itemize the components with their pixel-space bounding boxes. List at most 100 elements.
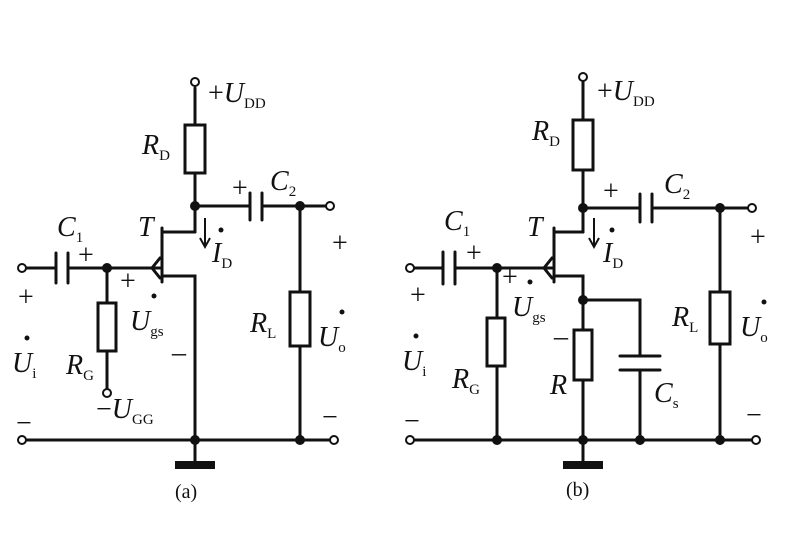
label-minus-out-a: −	[322, 402, 338, 433]
node-drain-b	[578, 203, 588, 213]
label-rl-a: RL	[249, 308, 276, 342]
label-vgg-a: −UGG	[96, 394, 154, 428]
gate-arrow-a	[138, 256, 162, 280]
label-plus-drain-a: +	[232, 173, 248, 204]
capacitor-c1-a	[54, 251, 70, 285]
label-plus-c1-b: +	[466, 238, 482, 269]
phasor-dot-ugs-a	[151, 293, 157, 299]
phasor-dot-ui-a	[24, 335, 30, 341]
label-plus-gs-b: +	[502, 262, 518, 293]
label-c2-a: C2	[270, 166, 296, 200]
node-r-gnd-b	[578, 435, 588, 445]
label-ugs-b: Ugs	[512, 292, 546, 326]
label-rg-a: RG	[65, 350, 94, 384]
resistor-rg-b	[485, 316, 507, 368]
node-gate-a	[102, 263, 112, 273]
jfet-leads-b	[552, 230, 585, 332]
label-plus-gs-a: +	[120, 266, 136, 297]
ground-symbol-a	[175, 461, 215, 469]
terminal-out-gnd-a	[329, 435, 339, 445]
terminal-vdd-a	[190, 77, 200, 87]
terminal-out-b	[747, 203, 757, 213]
circuit-a: +UDD RD + C2 + C1 + T ID + + Ugs _ RL Uo…	[12, 77, 348, 503]
label-ui-a: Ui	[12, 348, 36, 382]
label-rl-b: RL	[671, 302, 698, 336]
terminal-vgg-a	[102, 388, 112, 398]
node-rg-gnd-b	[492, 435, 502, 445]
jfet-leads-a	[160, 230, 197, 442]
phasor-dot-ui-b	[413, 333, 419, 339]
capacitor-c1-b	[441, 250, 457, 286]
caption-a: (a)	[175, 481, 197, 503]
resistor-rd-a	[183, 123, 207, 175]
label-t-b: T	[527, 212, 545, 243]
phasor-dot-id-b	[609, 227, 615, 233]
resistor-rl-a	[288, 290, 312, 348]
node-cs-gnd-b	[635, 435, 645, 445]
terminal-in-a	[17, 263, 27, 273]
capacitor-c2-a	[248, 191, 264, 222]
label-plus-out-a: +	[332, 228, 348, 259]
label-r-b: R	[549, 370, 567, 401]
label-ugs-a: Ugs	[130, 306, 164, 340]
label-ui-b: Ui	[402, 346, 426, 380]
ground-symbol-b	[563, 461, 603, 469]
resistor-r-b	[572, 328, 594, 382]
capacitor-c2-b	[638, 192, 654, 224]
resistor-rl-b	[708, 290, 732, 346]
node-source-b	[578, 295, 588, 305]
label-minus-out-b: −	[746, 400, 762, 431]
label-uo-b: Uo	[740, 312, 768, 346]
terminal-in-b	[405, 263, 415, 273]
capacitor-cs-b	[618, 354, 662, 372]
terminal-in-gnd-a	[17, 435, 27, 445]
node-out-b	[715, 203, 725, 213]
node-rl-gnd-a	[295, 435, 305, 445]
gate-arrow-b	[530, 256, 554, 280]
label-minus-gs-b: _	[553, 312, 569, 343]
label-rg-b: RG	[451, 364, 480, 398]
label-c1-b: C1	[444, 206, 470, 240]
terminal-vdd-b	[578, 72, 588, 82]
terminal-out-gnd-b	[751, 435, 761, 445]
label-rd-b: RD	[531, 116, 560, 150]
terminal-out-a	[325, 201, 335, 211]
label-cs-b: Cs	[654, 378, 679, 412]
phasor-dot-ugs-b	[527, 279, 533, 285]
label-minus-in-a: −	[16, 408, 32, 439]
resistor-rd-b	[571, 118, 595, 172]
label-t-a: T	[138, 212, 156, 243]
terminal-in-gnd-b	[405, 435, 415, 445]
label-vdd-a: +UDD	[208, 78, 266, 112]
phasor-dot-id-a	[218, 227, 224, 233]
label-plus-in-a: +	[18, 282, 34, 313]
label-rd-a: RD	[141, 130, 170, 164]
node-out-a	[295, 201, 305, 211]
label-c2-b: C2	[664, 169, 690, 203]
label-id-a: ID	[211, 238, 232, 272]
circuit-b: +UDD RD + C2 + C1 + T ID + + Ugs _ RL Uo…	[402, 72, 768, 501]
phasor-dot-uo-a	[339, 309, 345, 315]
node-gate-b	[492, 263, 502, 273]
resistor-rg-a	[96, 301, 118, 353]
label-plus-in-b: +	[410, 280, 426, 311]
caption-b: (b)	[566, 479, 589, 501]
current-arrow-b	[588, 218, 600, 250]
label-c1-a: C1	[57, 212, 83, 246]
label-minus-gs-a: _	[171, 328, 187, 359]
label-plus-c1-a: +	[78, 240, 94, 271]
label-uo-a: Uo	[318, 322, 346, 356]
node-drain-a	[190, 201, 200, 211]
current-arrow-a	[199, 218, 211, 250]
label-plus-out-b: +	[750, 222, 766, 253]
node-source-gnd-a	[190, 435, 200, 445]
label-plus-drain-b: +	[603, 176, 619, 207]
wire-cs-top-b	[581, 298, 642, 358]
node-rl-gnd-b	[715, 435, 725, 445]
label-id-b: ID	[602, 238, 623, 272]
phasor-dot-uo-b	[761, 299, 767, 305]
label-minus-in-b: −	[404, 406, 420, 437]
label-vdd-b: +UDD	[597, 76, 655, 110]
